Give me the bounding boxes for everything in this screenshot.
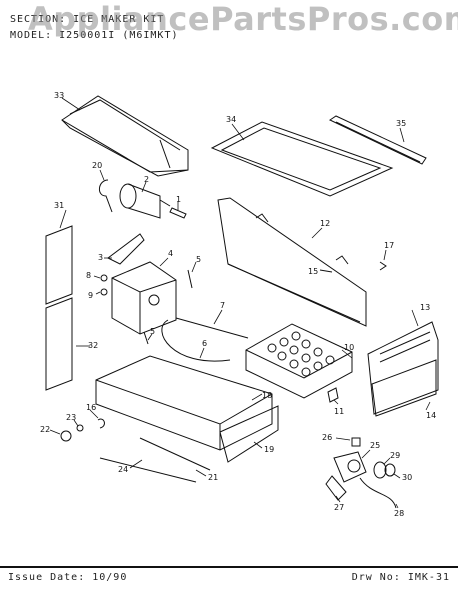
footer-rule	[0, 566, 458, 568]
part-10-ice-tray	[245, 323, 353, 399]
part-35-strip	[328, 115, 427, 165]
part-26-screw	[351, 437, 361, 447]
part-27-bracket	[325, 475, 347, 501]
part-30-fitting	[384, 463, 396, 477]
part-2-mold	[119, 183, 171, 219]
drawing-number: Drw No: IMK-31	[351, 572, 450, 583]
callout-12: 12	[320, 219, 330, 228]
part-9-washer	[100, 288, 108, 296]
issue-date: Issue Date: 10/90	[8, 572, 128, 583]
callout-13: 13	[420, 303, 430, 312]
callout-5-bottom: 5	[150, 327, 155, 336]
callout-29: 29	[390, 451, 400, 460]
part-22-fitting	[60, 430, 72, 442]
part-34-frame	[210, 121, 394, 197]
part-33-cover	[61, 95, 189, 177]
callout-6: 6	[202, 339, 207, 348]
part-1-pin	[169, 207, 187, 219]
part-5-screw-b	[143, 331, 149, 345]
part-19-bin-front	[219, 405, 279, 463]
part-6-wire	[161, 319, 231, 362]
callout-27: 27	[334, 503, 344, 512]
callout-3: 3	[98, 253, 103, 262]
part-8-screw	[100, 274, 108, 282]
section-title: SECTION: ICE MAKER KIT	[10, 14, 165, 25]
callout-26: 26	[322, 433, 332, 442]
watermark: AppliancePartsPros.com	[28, 0, 458, 38]
callout-21: 21	[208, 473, 218, 482]
part-7-rod	[175, 317, 249, 339]
part-14-front	[371, 359, 437, 417]
part-25-valve	[333, 451, 367, 483]
part-16-clip	[97, 418, 105, 429]
callout-10: 10	[344, 343, 354, 352]
callout-7: 7	[220, 301, 225, 310]
part-17-clip	[379, 261, 387, 271]
part-31-plate	[45, 225, 73, 305]
callout-16: 16	[86, 403, 96, 412]
part-29-nut	[373, 461, 387, 479]
callout-17: 17	[384, 241, 394, 250]
part-4-control-box	[111, 261, 177, 335]
callout-8: 8	[86, 271, 91, 280]
callout-22: 22	[40, 425, 50, 434]
model-number: MODEL: I250001I (M6IMKT)	[10, 30, 179, 41]
callout-1: 1	[176, 195, 181, 204]
callout-15: 15	[308, 267, 318, 276]
callout-11: 11	[334, 407, 344, 416]
callout-25: 25	[370, 441, 380, 450]
part-12-panel	[217, 197, 367, 327]
callout-18: 18	[262, 391, 272, 400]
callout-19: 19	[264, 445, 274, 454]
callout-31: 31	[54, 201, 64, 210]
callout-14: 14	[426, 411, 436, 420]
callout-20: 20	[92, 161, 102, 170]
part-15-screw	[319, 269, 333, 273]
callout-33: 33	[54, 91, 64, 100]
callout-30: 30	[402, 473, 412, 482]
part-3-arm	[107, 233, 145, 265]
callout-35: 35	[396, 119, 406, 128]
callout-24: 24	[118, 465, 128, 474]
callout-32: 32	[88, 341, 98, 350]
callout-9: 9	[88, 291, 93, 300]
part-11-clip	[327, 387, 339, 403]
part-32-plate	[45, 297, 73, 391]
callout-28: 28	[394, 509, 404, 518]
part-20-wire	[99, 179, 113, 213]
part-5-screw-a	[187, 269, 193, 289]
callout-23: 23	[66, 413, 76, 422]
callout-5-top: 5	[196, 255, 201, 264]
part-24-rod	[99, 457, 197, 483]
part-21-rail	[139, 437, 211, 471]
callout-4: 4	[168, 249, 173, 258]
part-18-bin	[95, 355, 273, 451]
part-28-tube	[359, 477, 397, 509]
part-13-front	[367, 321, 439, 415]
callout-2: 2	[144, 175, 149, 184]
part-23-washer	[76, 424, 84, 432]
callout-34: 34	[226, 115, 236, 124]
